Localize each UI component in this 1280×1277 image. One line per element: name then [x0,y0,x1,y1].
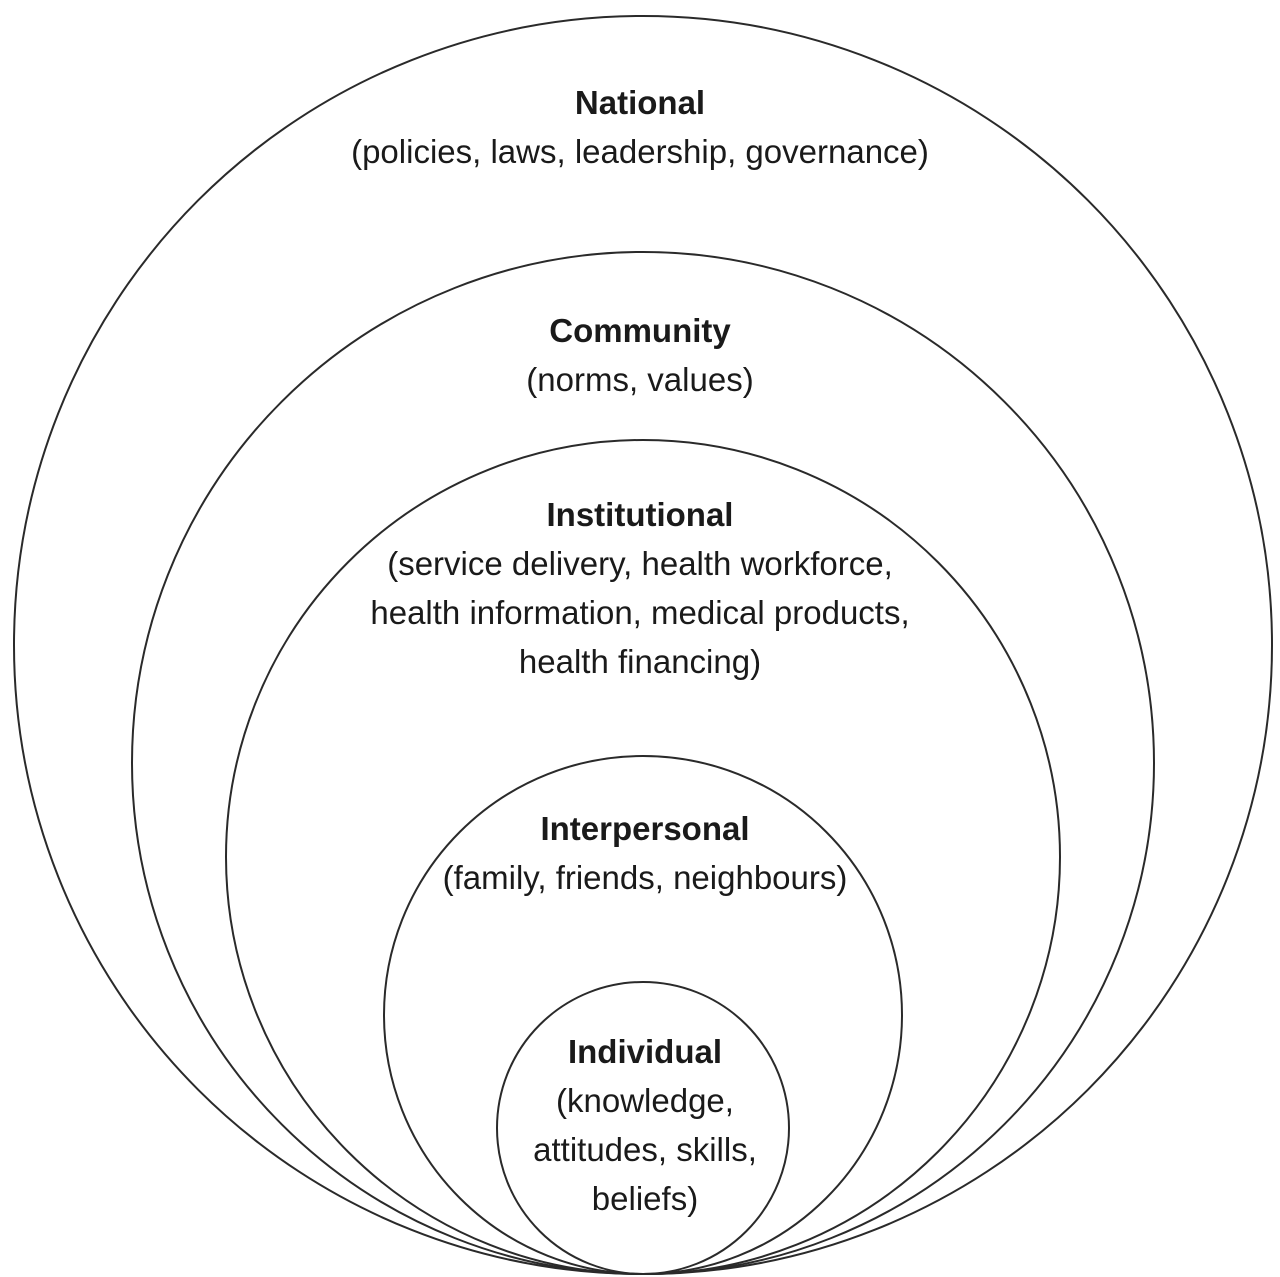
ring-individual [496,981,790,1275]
level-title: Interpersonal [540,810,750,847]
level-title: Individual [567,1033,722,1070]
level-description: (service delivery, health workforce, hea… [370,545,910,680]
level-community: Community (norms, values) [390,306,890,404]
level-national: National (policies, laws, leadership, go… [340,78,940,176]
level-title: Community [549,312,731,349]
level-description: (norms, values) [526,361,754,398]
level-description: (knowledge, attitudes, skills, beliefs) [533,1082,757,1217]
level-individual: Individual (knowledge, attitudes, skills… [505,1027,785,1223]
level-institutional: Institutional (service delivery, health … [370,490,910,686]
level-description: (policies, laws, leadership, governance) [351,133,929,170]
level-title: National [574,84,706,121]
level-title: Institutional [546,496,734,533]
level-description: (family, friends, neighbours) [442,859,848,896]
level-interpersonal: Interpersonal (family, friends, neighbou… [430,804,860,902]
